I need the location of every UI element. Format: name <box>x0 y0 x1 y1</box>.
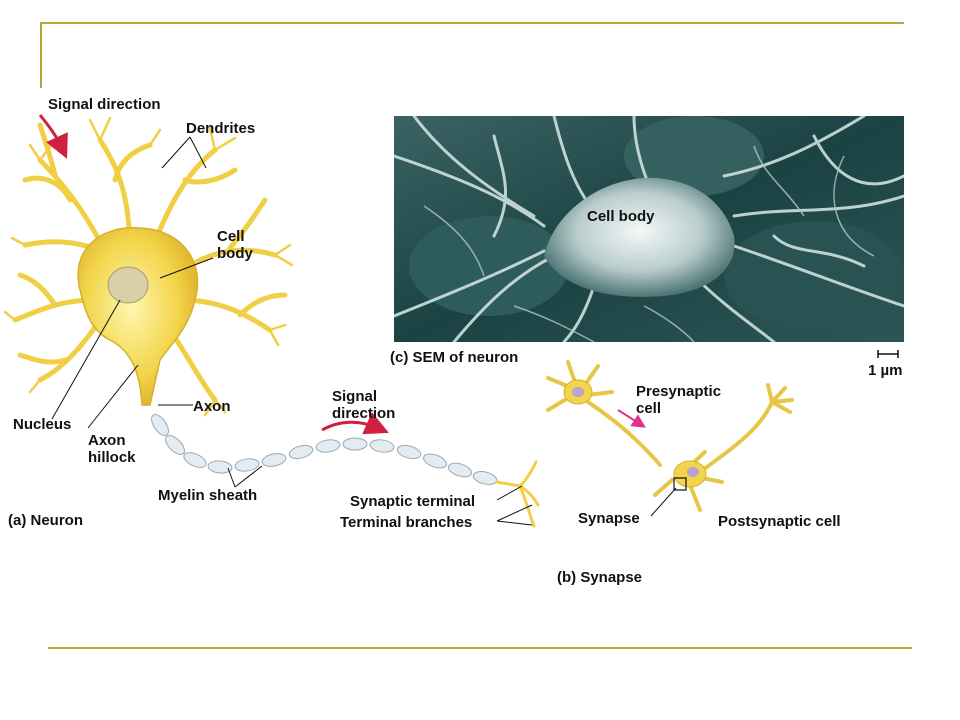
frame-bottom-line <box>48 647 912 649</box>
frame-top-line <box>40 22 904 24</box>
cell-body-drawing <box>77 227 199 406</box>
myelin-sheath-label: Myelin sheath <box>158 487 258 504</box>
sem-neuron-image <box>394 116 904 342</box>
scale-bar <box>877 350 899 358</box>
signal-direction-arrow-top <box>38 114 68 159</box>
signal-direction-arrow-axon <box>321 412 389 435</box>
axon-label: Axon <box>193 398 231 415</box>
presynaptic-signal-arrow <box>617 409 646 428</box>
synapse-box <box>673 477 687 491</box>
synaptic-terminal-label: Synaptic terminal <box>350 493 476 510</box>
terminal-branches-label: Terminal branches <box>340 514 473 531</box>
myelin-sheath-drawing <box>151 414 498 486</box>
axon-hillock-label: Axon hillock <box>88 432 136 466</box>
signal-direction-label-top: Signal direction <box>48 96 161 113</box>
signal-direction-label-axon: Signal direction <box>332 388 396 422</box>
sem-micrograph <box>394 116 904 342</box>
axon-terminal-drawing <box>495 460 540 528</box>
frame-left-line <box>40 22 42 88</box>
leader-lines <box>51 136 533 526</box>
dendrites-label: Dendrites <box>186 120 256 137</box>
caption-a-neuron: (a) Neuron <box>8 512 83 529</box>
nucleus-label: Nucleus <box>13 416 72 433</box>
sem-cell-body-label: Cell body <box>587 208 655 225</box>
synapse-label: Synapse <box>578 510 640 527</box>
nucleus-drawing <box>107 266 149 304</box>
postsynaptic-cell-label: Postsynaptic cell <box>718 513 841 530</box>
caption-b-synapse: (b) Synapse <box>557 569 643 586</box>
presynaptic-cell-label: Presynaptic cell <box>636 383 722 417</box>
cell-body-label: Cell body <box>217 228 253 262</box>
scale-bar-label: 1 µm <box>868 362 903 379</box>
caption-c-sem: (c) SEM of neuron <box>390 349 519 366</box>
